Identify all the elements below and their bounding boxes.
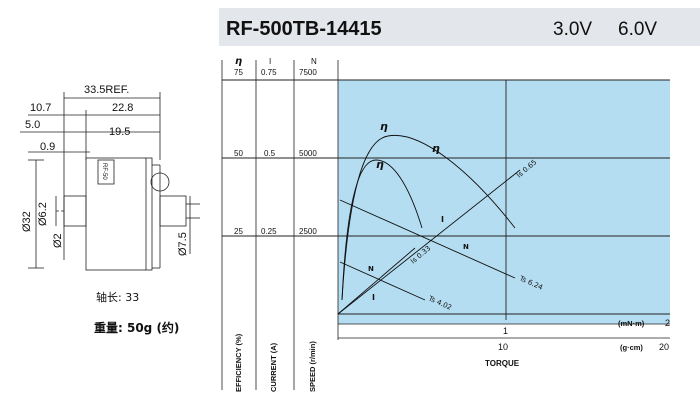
current-line-3v xyxy=(337,247,416,315)
x-unit-bottom: (g·cm) xyxy=(620,343,643,352)
axis-title-efficiency: EFFICIENCY (%) xyxy=(234,333,243,392)
col-head-speed: N xyxy=(311,57,317,66)
label-eta-6v-b: η xyxy=(432,142,440,155)
dim-5-0: 5.0 xyxy=(25,119,40,131)
axis-title-speed: SPEED (r/min) xyxy=(308,341,317,392)
spd-7500: 7500 xyxy=(299,68,317,77)
label-i-6v: I xyxy=(441,215,444,224)
dim-dia62: Ø6.2 xyxy=(37,202,49,226)
current-line-6v xyxy=(337,169,521,315)
scale-values: 75 0.75 7500 50 0.5 5000 25 0.25 2500 xyxy=(234,68,317,236)
efficiency-curve-3v xyxy=(341,159,423,301)
plot-area xyxy=(338,80,670,324)
header-band xyxy=(219,8,700,46)
scale-columns xyxy=(221,60,339,390)
speed-line-6v xyxy=(339,199,516,279)
x-end-2: 2 xyxy=(665,318,670,328)
dim-0-9: 0.9 xyxy=(40,141,55,153)
dim-dia2: Ø2 xyxy=(52,233,64,248)
dim-22-8: 22.8 xyxy=(112,102,133,114)
label-mark: RF-50 xyxy=(101,163,107,180)
label-eta-6v-a: η xyxy=(380,120,388,133)
voltage-1: 3.0V xyxy=(553,19,592,40)
model-title: RF-500TB-14415 xyxy=(226,18,382,40)
cur-05: 0.5 xyxy=(264,149,276,158)
dim-dia75: Ø7.5 xyxy=(177,232,189,256)
speed-line-3v xyxy=(339,261,426,301)
dim-ref: 33.5REF. xyxy=(84,84,129,96)
spd-5000: 5000 xyxy=(299,149,317,158)
eff-50: 50 xyxy=(234,149,243,158)
label-eta-3v: η xyxy=(376,158,384,171)
col-head-efficiency: η xyxy=(235,56,242,67)
voltage-2: 6.0V xyxy=(618,19,657,40)
dim-19-5: 19.5 xyxy=(109,126,130,138)
weight-note: 重量: 50g (约) xyxy=(94,320,179,335)
efficiency-curve-6v xyxy=(341,134,516,301)
label-i-3v: I xyxy=(372,293,375,302)
x-end-20: 20 xyxy=(659,342,669,352)
eff-75: 75 xyxy=(234,68,243,77)
x-axis xyxy=(338,323,670,339)
x-tick-1: 1 xyxy=(503,326,508,336)
x-unit-top: (mN·m) xyxy=(618,319,645,328)
grid-lines xyxy=(222,79,670,320)
cur-075: 0.75 xyxy=(261,68,277,77)
performance-curves xyxy=(337,134,521,315)
dim-10-7: 10.7 xyxy=(30,102,51,114)
eff-25: 25 xyxy=(234,227,243,236)
shaft-length-note: 轴长: 33 xyxy=(96,290,139,304)
label-n-3v: N xyxy=(368,265,374,273)
spd-2500: 2500 xyxy=(299,227,317,236)
col-head-current: I xyxy=(269,57,271,66)
mechanical-drawing xyxy=(20,92,200,271)
dim-dia32: Ø32 xyxy=(21,211,33,232)
x-tick-10: 10 xyxy=(498,342,508,352)
x-axis-title: TORQUE xyxy=(485,359,520,368)
label-n-6v: N xyxy=(463,243,469,251)
cur-025: 0.25 xyxy=(261,227,277,236)
axis-title-current: CURRENT (A) xyxy=(269,342,278,392)
